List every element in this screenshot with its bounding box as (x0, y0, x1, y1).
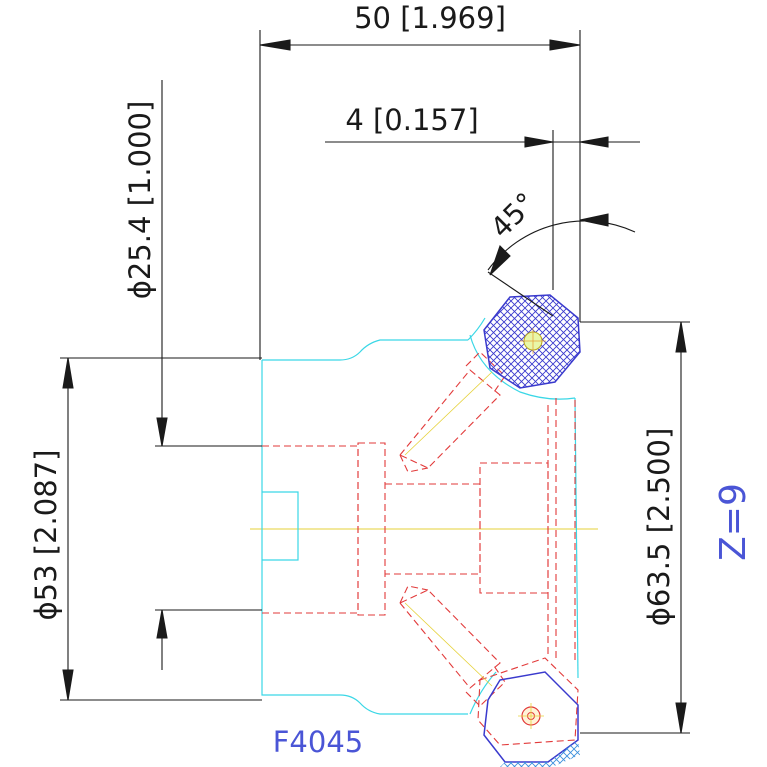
tooth-count-label: Z=9 (713, 483, 754, 561)
upper-insert (483, 294, 581, 389)
lead-angle-label: 45° (484, 186, 542, 244)
lower-insert (483, 671, 580, 767)
cutter-diameter-label: ϕ63.5 [2.500] (642, 428, 676, 627)
insert-offset-label: 4 [0.157] (345, 103, 478, 137)
hidden-lines (262, 351, 579, 746)
overall-length-label: 50 [1.969] (354, 1, 506, 35)
bore-diameter-label: ϕ25.4 [1.000] (123, 101, 157, 300)
dimension-lines (60, 30, 690, 734)
hub-diameter-label: ϕ53 [2.087] (29, 450, 63, 621)
screw-center-lines (404, 371, 493, 687)
part-number-label: F4045 (273, 725, 363, 759)
